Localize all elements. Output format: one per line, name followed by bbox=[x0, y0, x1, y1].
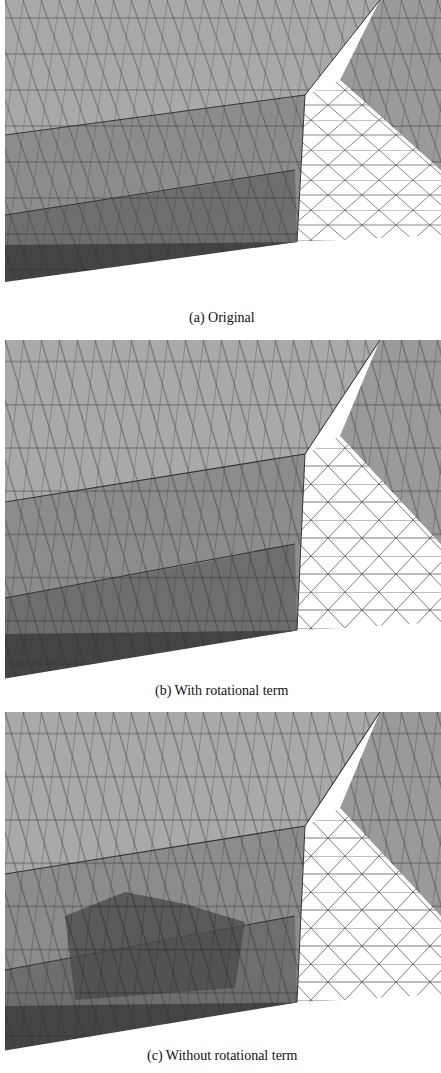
figure-caption: (a) Original bbox=[189, 310, 255, 326]
original-mesh bbox=[5, 0, 441, 282]
figure-caption: (b) With rotational term bbox=[155, 683, 288, 699]
no-rotational-mesh bbox=[5, 712, 441, 1050]
rotational-mesh bbox=[5, 340, 441, 678]
figure-caption: (c) Without rotational term bbox=[147, 1048, 297, 1064]
